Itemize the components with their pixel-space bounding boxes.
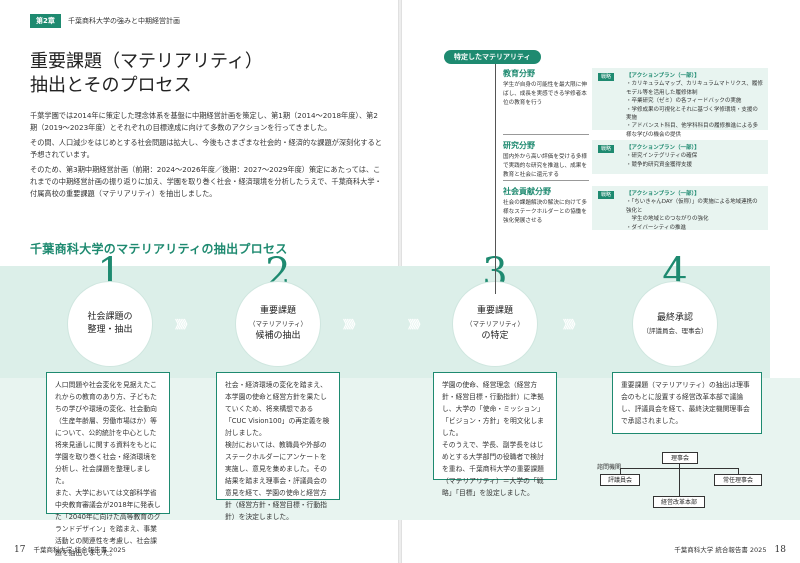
action-item: ・「ちいきゃんDAY（仮称）」の実施による地域連携の強化と	[626, 199, 758, 214]
page-title: 重要課題（マテリアリティ） 抽出とそのプロセス	[30, 50, 263, 98]
strategy-badge: 戦略	[598, 73, 615, 81]
action-title: 【アクションプラン（一部）】	[626, 191, 700, 197]
action-item: ・研究インテグリティの確保	[626, 153, 698, 160]
chevron-arrow-icon: 》》》	[563, 318, 581, 331]
action-title: 【アクションプラン（一部）】	[626, 145, 700, 151]
chapter-tag: 第2章	[30, 14, 61, 28]
area-name: 教育分野	[503, 68, 535, 78]
action-plan-research: 戦略 【アクションプラン（一部）】 ・研究インテグリティの確保 ・競争的研究資金…	[592, 140, 768, 174]
action-item: 学生の地域とのつながりの強化	[626, 216, 709, 223]
chevron-arrow-icon: 》》》	[408, 318, 426, 331]
area-name: 社会貢献分野	[503, 186, 551, 196]
step-circle-4: 最終承認 （評議員会、理事会）	[633, 282, 717, 366]
intro-text: 千葉学園では2014年に策定した理念体系を基盤に中期経営計画を策定し、第1期（2…	[30, 110, 385, 203]
org-connector	[738, 468, 739, 474]
step-label: の特定	[481, 331, 509, 341]
step-description-1: 人口問題や社会変化を見据えたこれからの教育のあり方、子どもたちの学びや環境の変化…	[46, 372, 170, 557]
step-label: 重要課題	[476, 306, 513, 316]
materiality-connector	[495, 64, 496, 294]
step-label-sub: （評議員会、理事会）	[642, 326, 708, 335]
footer-text: 千葉商科大学 統合報告書 2025	[674, 546, 767, 554]
area-research: 研究分野 国内外から高い評価を受ける多様で実践的な研究を推進し、成果を教育と社会…	[503, 140, 589, 180]
footer-right: 千葉商科大学 統合報告書 2025 18	[674, 544, 786, 555]
action-item: ・アドバンスト科目、他学科科目の履修推進による多様な学びの機会の提供	[626, 123, 759, 138]
materiality-header: 特定したマテリアリティ	[444, 50, 541, 64]
org-connector	[620, 468, 738, 469]
step-label: 最終承認	[656, 312, 693, 323]
action-item: ・競争的研究資金獲得支援	[626, 161, 693, 168]
intro-paragraph: その間、人口減少をはじめとする社会問題は拡大し、今後もさまざまな社会的・経済的な…	[30, 137, 382, 160]
org-connector	[679, 464, 680, 496]
description-text: そのうえで、学長、副学長をはじめとする大学部門の役職者で検討を重ね、千葉商科大学…	[442, 441, 544, 497]
intro-paragraph: そのため、第3期中期経営計画（前期：2024～2026年度／後期：2027～20…	[30, 164, 382, 199]
step-label-sub: （マテリアリティ）	[465, 320, 525, 328]
footer-left: 17 千葉商科大学 統合報告書 2025	[14, 544, 126, 555]
description-text: 重要課題（マテリアリティ）の抽出は理事会のもとに設置する経営改革本部で議論し、評…	[621, 381, 750, 425]
description-text: 検討においては、教職員や外部のステークホルダーにアンケートを実施し、意見を集めま…	[225, 441, 327, 521]
step-label: 重要課題	[259, 306, 296, 316]
area-name: 研究分野	[503, 140, 535, 150]
strategy-badge: 戦略	[598, 191, 615, 199]
chevron-arrow-icon: 》》》	[343, 318, 361, 331]
org-reform: 経営改革本部	[653, 496, 705, 508]
step-circle-2: 重要課題 （マテリアリティ） 候補の抽出	[236, 282, 320, 366]
page-number: 18	[774, 545, 786, 555]
footer-text: 千葉商科大学 統合報告書 2025	[33, 546, 126, 554]
area-education: 教育分野 学生が自身の可能性を最大限に伸ばし、成長を実感できる学修者本位の教育を…	[503, 68, 589, 108]
step-circle-3: 重要課題 （マテリアリティ） の特定	[453, 282, 537, 366]
step-label: 候補の抽出	[255, 331, 301, 341]
area-text: 学生が自身の可能性を最大限に伸ばし、成長を実感できる学修者本位の教育を行う	[503, 82, 587, 106]
action-item: ・ダイバーシティの推進	[626, 224, 686, 231]
action-plan-social: 戦略 【アクションプラン（一部）】 ・「ちいきゃんDAY（仮称）」の実施による地…	[592, 186, 768, 231]
area-divider	[503, 134, 589, 135]
description-text: 人口問題や社会変化を見据えたこれからの教育のあり方、子どもたちの学びや環境の変化…	[55, 381, 157, 485]
section-title: 千葉商科大学のマテリアリティの抽出プロセス	[30, 242, 288, 256]
org-executive: 常任理事会	[714, 474, 762, 486]
intro-paragraph: 千葉学園では2014年に策定した理念体系を基盤に中期経営計画を策定し、第1期（2…	[30, 111, 378, 133]
area-divider	[503, 180, 589, 181]
page-number: 17	[14, 545, 26, 555]
area-social: 社会貢献分野 社会の課題解決の解決に向けて多様なステークホルダーとの協働を強化発…	[503, 186, 589, 226]
step-description-3: 学園の使命、経営理念（経営方針・経営目標・行動指針）に準拠し、大学の「使命・ミッ…	[433, 372, 557, 497]
action-item: ・学修成果の可視化とそれに基づく学修環境・支援の実施	[626, 106, 758, 122]
strategy-badge: 戦略	[598, 145, 615, 153]
step-circle-1: 社会課題の 整理・抽出	[68, 282, 152, 366]
action-item: ・カリキュラムマップ、カリキュラムマトリクス、履修モデル等を活用した履修体制	[626, 81, 763, 96]
page-title-line2: 抽出とそのプロセス	[30, 75, 192, 96]
description-text: 社会・経済環境の変化を踏まえ、本学園の使命と経営方針を果たしていくため、将来構想…	[225, 381, 330, 437]
org-board: 理事会	[662, 452, 698, 464]
step-label: 社会課題の	[87, 312, 133, 322]
action-plan-education: 戦略 【アクションプラン（一部）】 ・カリキュラムマップ、カリキュラムマトリクス…	[592, 68, 768, 138]
process-band-edge	[0, 266, 30, 378]
step-description-4: 重要課題（マテリアリティ）の抽出は理事会のもとに設置する経営改革本部で議論し、評…	[612, 372, 762, 434]
step-description-2: 社会・経済環境の変化を踏まえ、本学園の使命と経営方針を果たしていくため、将来構想…	[216, 372, 340, 521]
area-text: 社会の課題解決の解決に向けて多様なステークホルダーとの協働を強化発展させる	[503, 200, 587, 224]
org-connector	[620, 468, 621, 474]
description-text: また、大学においては文部科学省中央教育審議会が2018年に発表した「2040年に…	[55, 489, 161, 557]
org-advisory-label: 諮問機関	[597, 464, 622, 471]
step-label: 整理・抽出	[87, 325, 133, 335]
description-text: 学園の使命、経営理念（経営方針・経営目標・行動指針）に準拠し、大学の「使命・ミッ…	[442, 381, 544, 437]
step-label-sub: （マテリアリティ）	[248, 320, 308, 328]
action-title: 【アクションプラン（一部）】	[626, 73, 700, 79]
page-title-line1: 重要課題（マテリアリティ）	[30, 51, 263, 72]
chevron-arrow-icon: 》》》	[175, 318, 193, 331]
chapter-title: 千葉商科大学の強みと中期経営計画	[68, 17, 180, 25]
area-text: 国内外から高い評価を受ける多様で実践的な研究を推進し、成果を教育と社会に還元する	[503, 154, 587, 178]
action-item: ・卒業研究（ゼミ）の各フィードバックの実施	[626, 98, 742, 105]
org-council: 評議員会	[600, 474, 640, 486]
